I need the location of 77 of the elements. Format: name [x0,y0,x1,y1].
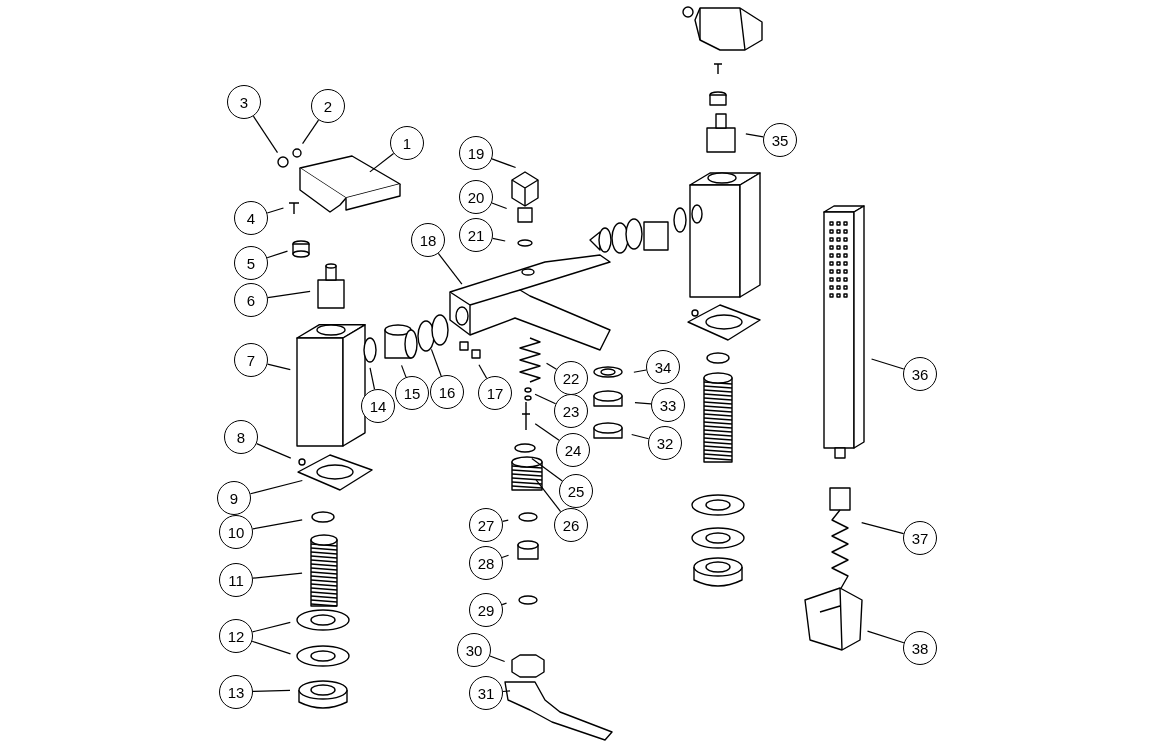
leader-line [861,521,905,535]
callout-number: 5 [234,246,268,280]
callout-number: 4 [234,201,268,235]
callout-number: 34 [646,350,680,384]
callout-number: 36 [903,357,937,391]
leader-line [534,393,557,405]
callout-number: 31 [469,676,503,710]
callout-number: 32 [648,426,682,460]
leader-line [491,158,517,169]
leader-line [745,133,764,138]
leader-line [252,115,279,154]
leader-line [633,369,647,373]
callout-number: 38 [903,631,937,665]
callout-number: 33 [651,388,685,422]
callout-number: 28 [469,546,503,580]
callout-number: 35 [763,123,797,157]
callout-number: 25 [559,474,593,508]
leader-line [501,554,510,559]
callout-number: 12 [219,619,253,653]
leader-line [502,519,509,522]
leader-line [634,402,652,405]
leader-line [251,640,292,655]
leader-line [267,290,311,299]
callout-number: 20 [459,180,493,214]
leader-line [534,423,560,441]
leader-line [369,367,376,390]
leader-line [545,362,558,370]
callout-number: 2 [311,89,345,123]
callout-number: 26 [554,508,588,542]
leader-line [501,602,508,606]
callout-number: 23 [554,394,588,428]
callout-number: 22 [554,361,588,395]
callout-number: 19 [459,136,493,170]
callout-number: 10 [219,515,253,549]
leader-line [249,479,303,495]
callout-number: 15 [395,376,429,410]
callout-number: 11 [219,563,253,597]
leader-line [256,443,292,459]
callout-number: 29 [469,593,503,627]
callout-number: 9 [217,481,251,515]
leader-line [631,433,650,440]
leader-line [489,655,506,663]
callout-number: 30 [457,633,491,667]
leader-line [430,348,442,377]
leader-line [478,364,488,379]
leader-line [302,119,320,145]
callout-number: 24 [556,433,590,467]
callout-number: 8 [224,420,258,454]
leader-line [251,621,291,633]
leader-line [502,690,511,693]
leader-line [266,207,285,214]
leader-line [252,572,303,579]
leader-line [437,252,463,285]
callout-number: 27 [469,508,503,542]
leader-line [400,364,407,378]
callout-number: 7 [234,343,268,377]
leader-line [870,358,905,370]
callout-number: 3 [227,85,261,119]
callout-number: 13 [219,675,253,709]
leader-line [492,237,506,242]
leader-line [266,250,289,259]
leader-line [266,363,291,371]
leader-line [531,458,563,482]
callout-number: 17 [478,376,512,410]
callout-number: 6 [234,283,268,317]
callout-number: 14 [361,389,395,423]
leader-line [252,689,291,693]
callout-number: 1 [390,126,424,160]
callout-number: 37 [903,521,937,555]
callout-number: 18 [411,223,445,257]
leader-line [369,152,395,173]
callout-number: 21 [459,218,493,252]
leader-line [535,479,562,513]
callout-number: 16 [430,375,464,409]
leader-line [491,202,508,210]
leader-line [866,630,905,644]
leader-line [252,519,303,530]
